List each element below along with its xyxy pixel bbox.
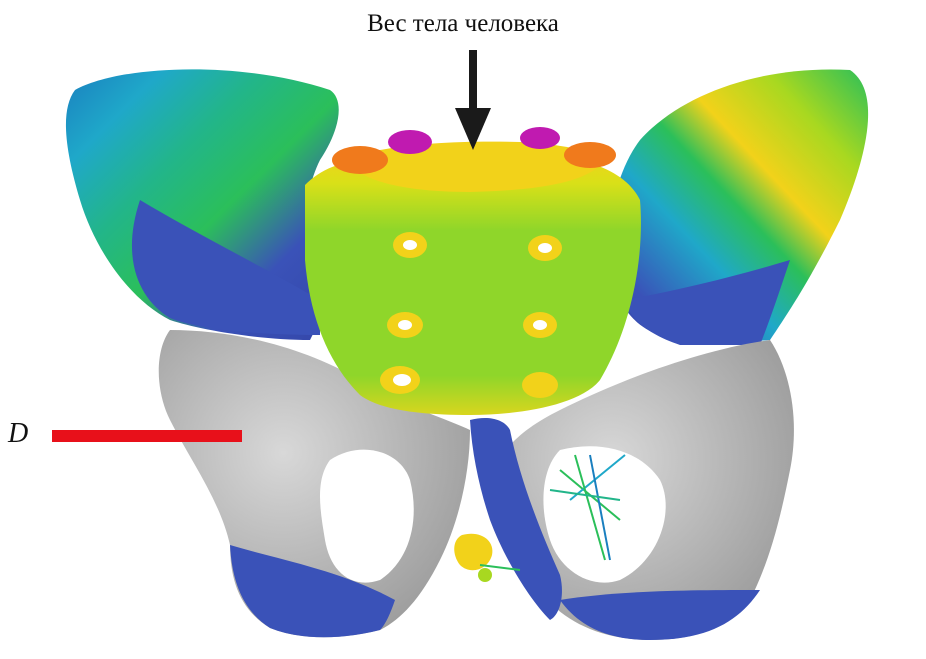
coccyx (454, 534, 492, 571)
d-marker-label: D (8, 418, 28, 450)
right-ischium-blue (560, 590, 760, 640)
d-marker-line (52, 430, 242, 442)
coccyx-tip (478, 568, 492, 582)
left-articular-process (388, 130, 432, 154)
body-weight-arrow-icon (455, 50, 491, 150)
left-sacral-ala-orange (332, 146, 388, 174)
right-sacral-ala-orange (564, 142, 616, 168)
right-articular-process (520, 127, 560, 149)
sacral-foramen-3r (522, 372, 558, 398)
